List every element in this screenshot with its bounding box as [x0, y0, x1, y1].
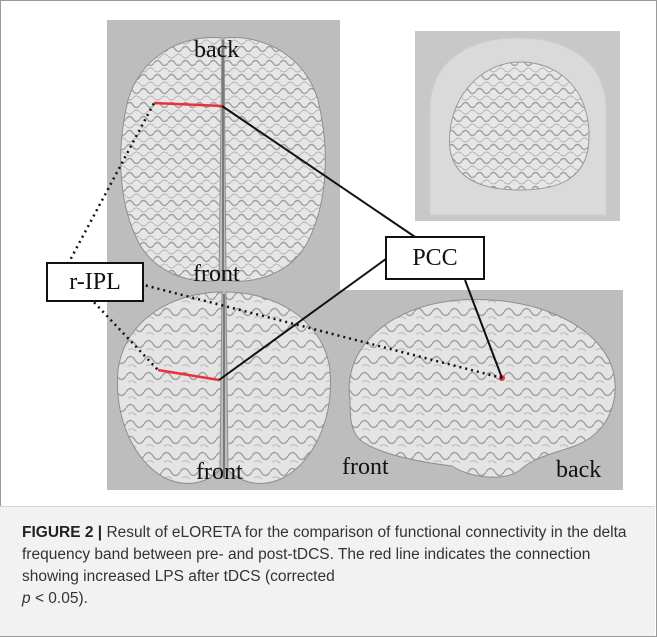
lateral-back-label: back	[556, 458, 601, 482]
p-value-text: < 0.05).	[35, 590, 88, 607]
bottom-front-label: front	[196, 460, 243, 484]
head-inset-graphic	[430, 38, 606, 215]
r-ipl-label-box: r-IPL	[46, 262, 144, 302]
figure-number: FIGURE 2	[22, 524, 93, 541]
caption-separator: |	[98, 524, 102, 541]
frontal-brain-view	[118, 292, 331, 483]
top-front-label: front	[193, 262, 240, 286]
superior-brain-view	[121, 38, 326, 282]
pcc-label-box: PCC	[385, 236, 485, 280]
p-symbol: p	[22, 590, 31, 607]
lateral-front-label: front	[342, 455, 389, 479]
figure-caption: FIGURE 2 | Result of eLORETA for the com…	[22, 522, 634, 610]
top-back-label: back	[194, 38, 239, 62]
caption-main-text: Result of eLORETA for the comparison of …	[22, 524, 627, 585]
